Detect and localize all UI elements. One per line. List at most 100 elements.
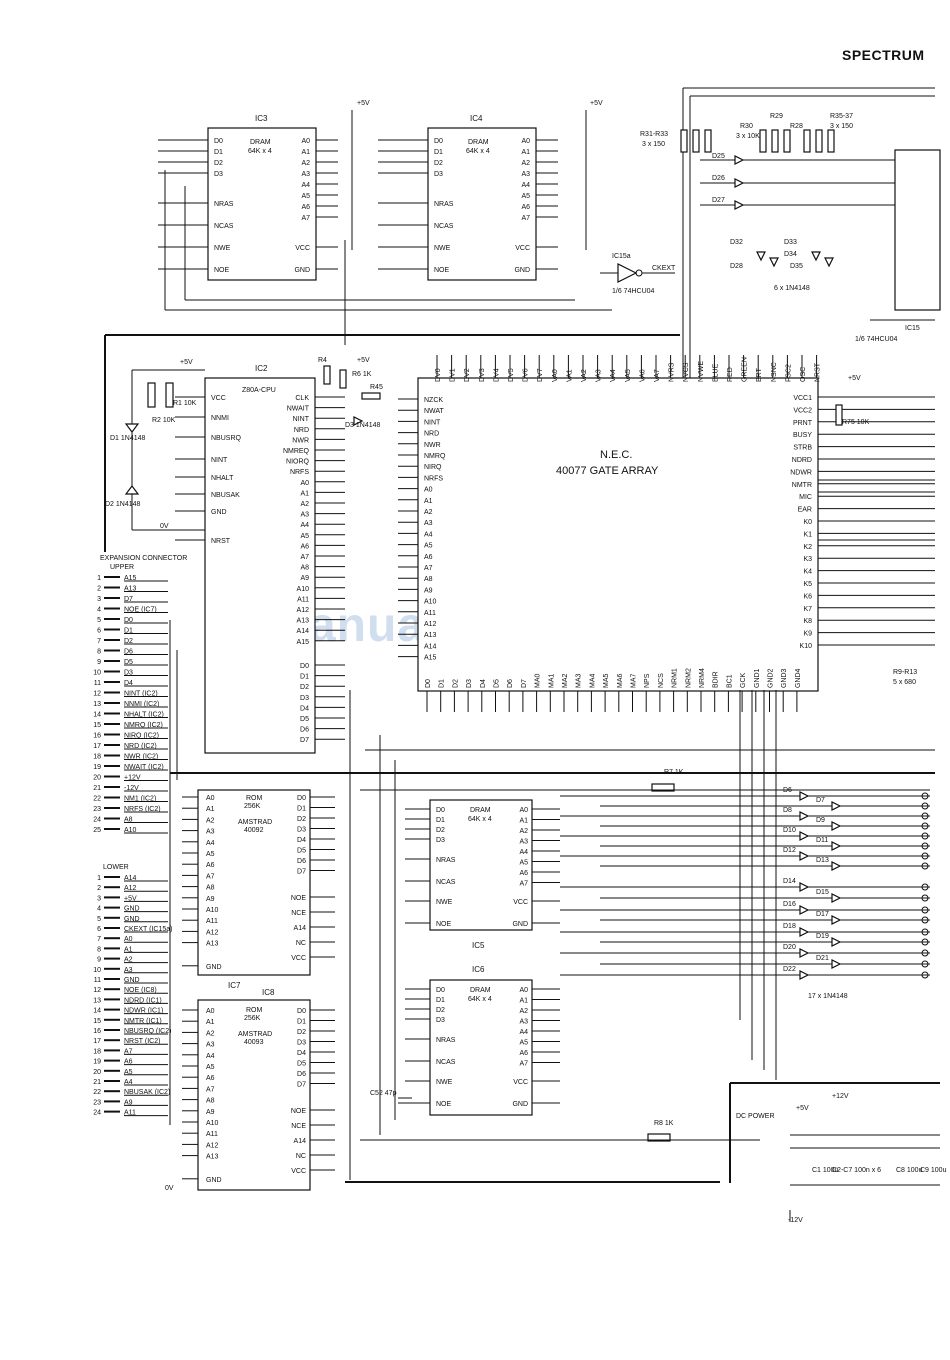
exp-lower-num-14: 15 [93,1018,101,1025]
gate-bottom-5: D5 [494,679,501,688]
exp-upper-22: NRFS (IC2) [124,806,161,813]
r35-value: 3 x 150 [830,123,853,130]
ic8-pin-l5: A5 [206,1064,215,1071]
gate-bottom-17: NCS [658,673,665,688]
ic2-pin-nhalt: NHALT [211,475,234,482]
ic7-pin-l3: A3 [206,829,215,836]
ic5-pin-d2: D2 [436,827,445,834]
ic5-pin-r1: A1 [519,818,528,825]
exp-upper-num-8: 9 [97,659,101,666]
ic4-pin-a4: A4 [521,182,530,189]
kb-diode-a-5: D16 [783,901,796,908]
ic7-part: ROM [246,795,263,802]
gate-bottom-10: MA2 [562,674,569,689]
ic8-pin-l9: A9 [206,1109,215,1116]
r9-value: 5 x 680 [893,679,916,686]
ic7-pin-l0: A0 [206,795,215,802]
gate-top-8: VA0 [552,369,559,382]
ic2-pin-r14: A6 [300,543,309,550]
ic4-dram: IC4 DRAM 64K x 4 D0D1D2D3NRASNCASNWENOEA… [378,114,558,281]
gate-top-14: VA6 [639,369,646,382]
gate-top-21: GREEN [742,357,749,382]
d1-label: D1 1N4148 [110,435,146,442]
ic2-pin-nbusak: NBUSAK [211,492,240,499]
exp-upper-num-17: 18 [93,754,101,761]
ic3-pin-d1: D1 [214,149,223,156]
ic4-pin-a6: A6 [521,204,530,211]
expansion-title: EXPANSION CONNECTOR [100,555,187,562]
gate-top-22: BRT [756,367,763,382]
exp-upper-num-13: 14 [93,712,101,719]
ic7-pin-r5: D5 [297,848,306,855]
ic2-part: Z80A-CPU [242,387,276,394]
ic8-num: 40093 [244,1039,264,1046]
gate-bottom-1: D1 [439,679,446,688]
ic3-pin-a7: A7 [301,215,310,222]
exp-lower-0: A14 [124,875,137,882]
ic4-pin-a0: A0 [521,138,530,145]
ic8-pin-r7: D7 [297,1082,306,1089]
ic7-pin-r11: NC [296,940,306,947]
exp-upper-23: A8 [124,817,133,824]
kb-diode-a-1: D8 [783,807,792,814]
gate-right-13: K3 [803,556,812,563]
ic7-rom: IC7 ROM 256K AMSTRAD 40092 A0A1A2A3A4A5A… [182,789,335,990]
rail-5v-dc: +5V [796,1105,809,1112]
ic7-ref: IC7 [228,981,241,990]
ic4-pin-nwe: NWE [434,245,451,252]
ic5-pin-r2: A2 [519,828,528,835]
gate-right-3: BUSY [793,432,812,439]
gate-bottom-19: NRM2 [685,668,692,688]
gate-left-14: A6 [424,554,433,561]
exp-lower-num-5: 6 [97,926,101,933]
ic3-pin-a2: A2 [301,160,310,167]
gate-right-2: PRNT [793,420,813,427]
kb-diode-a-8: D22 [783,966,796,973]
exp-upper-num-2: 3 [97,596,101,603]
ic3-pin-d0: D0 [214,138,223,145]
exp-upper-20: -12V [124,785,139,792]
ic8-pin-l12: A12 [206,1142,219,1149]
gate-left-17: A9 [424,587,433,594]
rail-12v-dc: +12V [832,1093,849,1100]
ic6-pin-r6: A6 [519,1050,528,1057]
gate-bottom-0: D0 [425,679,432,688]
gate-bottom-2: D2 [452,679,459,688]
gate-maker: N.E.C. [600,449,632,461]
ic8-pin-r6: D6 [297,1071,306,1078]
gate-bottom-24: GND1 [754,668,761,688]
exp-lower-12: NDRD (IC1) [124,997,162,1004]
ic15a-ref: IC15a [612,253,631,260]
ic8-pin-r12: VCC [291,1168,306,1175]
gate-left-0: NZCK [424,397,443,404]
exp-upper-5: D1 [124,628,133,635]
ic7-pin-l8: A8 [206,885,215,892]
gate-top-13: VA5 [625,369,632,382]
expansion-upper-label: UPPER [110,564,134,571]
exp-upper-14: NMRQ (IC2) [124,722,163,729]
exp-upper-18: NWAIT (IC2) [124,764,164,771]
ic5-pin-r8: VCC [513,899,528,906]
ic6-dram: IC6 DRAM 64K x 4 [429,965,533,1116]
r2-label: R2 10K [152,417,176,424]
ic8-pin-r0: D0 [297,1008,306,1015]
exp-upper-13: NHALT (IC2) [124,712,164,719]
exp-lower-num-23: 24 [93,1110,101,1117]
ic2-pin-r1: NWAIT [287,406,310,413]
exp-upper-num-12: 13 [93,701,101,708]
ic2-pin-r15: A7 [300,554,309,561]
cap-c9: C9 100u [920,1167,947,1174]
gate-top-20: RED [727,367,734,382]
gate-top-3: DV3 [479,368,486,382]
ic6-pin-r1: A1 [519,998,528,1005]
ic8-maker: AMSTRAD [238,1031,272,1038]
gate-top-5: DV5 [508,368,515,382]
exp-upper-num-1: 2 [97,586,101,593]
ic5-pin-r6: A6 [519,870,528,877]
ic3-dram: IC3 DRAM 64K x 4 D0D1D2D3NRASNCASNWENOEA… [158,114,338,281]
gate-left-12: A4 [424,531,433,538]
exp-lower-3: GND [124,906,140,913]
gate-top-0: DV0 [435,368,442,382]
ic8-pin-l10: A10 [206,1120,219,1127]
